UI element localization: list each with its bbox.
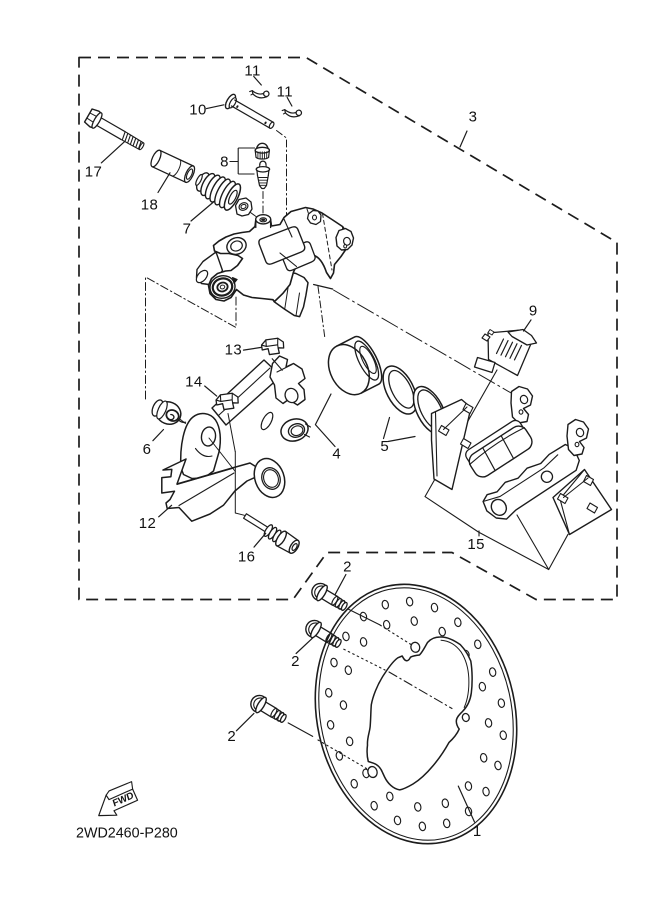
svg-text:8: 8 [220, 154, 229, 171]
svg-text:13: 13 [225, 342, 243, 359]
svg-text:10: 10 [189, 102, 207, 119]
svg-text:17: 17 [85, 164, 103, 181]
svg-text:5: 5 [380, 438, 389, 455]
svg-text:1: 1 [473, 823, 482, 840]
svg-text:16: 16 [238, 549, 256, 566]
svg-text:9: 9 [529, 303, 538, 320]
svg-text:2WD2460-P280: 2WD2460-P280 [76, 826, 178, 842]
svg-text:15: 15 [467, 536, 485, 553]
svg-text:12: 12 [139, 515, 157, 532]
svg-text:11: 11 [244, 63, 260, 80]
svg-text:3: 3 [469, 109, 478, 126]
svg-text:4: 4 [332, 446, 341, 463]
svg-text:2: 2 [227, 728, 236, 745]
svg-text:2: 2 [291, 653, 300, 670]
svg-text:6: 6 [143, 441, 152, 458]
svg-text:11: 11 [277, 84, 293, 101]
svg-text:18: 18 [141, 197, 159, 214]
svg-text:2: 2 [343, 559, 352, 576]
svg-text:14: 14 [185, 374, 203, 391]
svg-text:7: 7 [183, 221, 192, 238]
